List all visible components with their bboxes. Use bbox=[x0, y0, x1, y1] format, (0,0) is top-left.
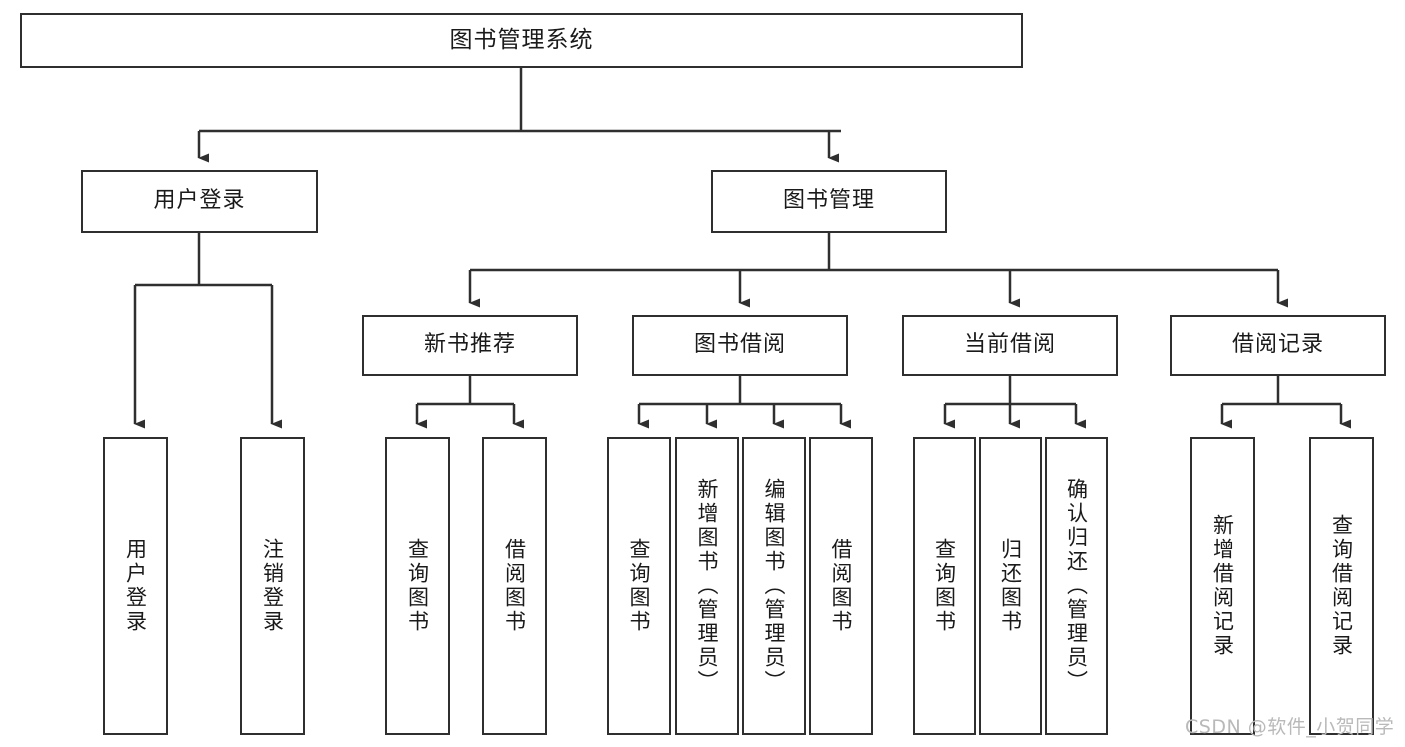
leaf-label: 用户登录 bbox=[123, 538, 148, 634]
leaf-user-login-logout[interactable]: 注销登录 bbox=[240, 437, 305, 735]
node-user-login[interactable]: 用户登录 bbox=[81, 170, 318, 233]
leaf-borrow-query-book[interactable]: 查询图书 bbox=[607, 437, 671, 735]
node-book-management[interactable]: 图书管理 bbox=[711, 170, 947, 233]
leaf-label: 编辑图书（管理员） bbox=[762, 478, 787, 694]
leaf-user-login-login[interactable]: 用户登录 bbox=[103, 437, 168, 735]
leaf-borrow-add-book[interactable]: 新增图书（管理员） bbox=[675, 437, 739, 735]
leaf-borrow-borrow-book[interactable]: 借阅图书 bbox=[809, 437, 873, 735]
leaf-label: 查询图书 bbox=[932, 538, 957, 634]
leaf-label: 确认归还（管理员） bbox=[1064, 478, 1089, 694]
leaf-borrow-edit-book[interactable]: 编辑图书（管理员） bbox=[742, 437, 806, 735]
leaf-label: 查询借阅记录 bbox=[1329, 514, 1354, 658]
leaf-current-query-book[interactable]: 查询图书 bbox=[913, 437, 976, 735]
leaf-record-query-record[interactable]: 查询借阅记录 bbox=[1309, 437, 1374, 735]
leaf-label: 注销登录 bbox=[260, 538, 285, 634]
csdn-watermark: CSDN @软件_小贺同学 bbox=[1185, 716, 1395, 738]
node-new-book-recommend[interactable]: 新书推荐 bbox=[362, 315, 578, 376]
leaf-label: 借阅图书 bbox=[829, 538, 854, 634]
leaf-label: 归还图书 bbox=[998, 538, 1023, 634]
leaf-label: 借阅图书 bbox=[502, 538, 527, 634]
node-root-system[interactable]: 图书管理系统 bbox=[20, 13, 1023, 68]
leaf-current-confirm-return[interactable]: 确认归还（管理员） bbox=[1045, 437, 1108, 735]
leaf-label: 查询图书 bbox=[627, 538, 652, 634]
node-current-borrow[interactable]: 当前借阅 bbox=[902, 315, 1118, 376]
leaf-recommend-borrow-book[interactable]: 借阅图书 bbox=[482, 437, 547, 735]
leaf-recommend-query-book[interactable]: 查询图书 bbox=[385, 437, 450, 735]
node-book-borrow[interactable]: 图书借阅 bbox=[632, 315, 848, 376]
leaf-label: 查询图书 bbox=[405, 538, 430, 634]
leaf-label: 新增图书（管理员） bbox=[695, 478, 720, 694]
leaf-label: 新增借阅记录 bbox=[1210, 514, 1235, 658]
leaf-record-add-record[interactable]: 新增借阅记录 bbox=[1190, 437, 1255, 735]
node-borrow-record[interactable]: 借阅记录 bbox=[1170, 315, 1386, 376]
leaf-current-return-book[interactable]: 归还图书 bbox=[979, 437, 1042, 735]
